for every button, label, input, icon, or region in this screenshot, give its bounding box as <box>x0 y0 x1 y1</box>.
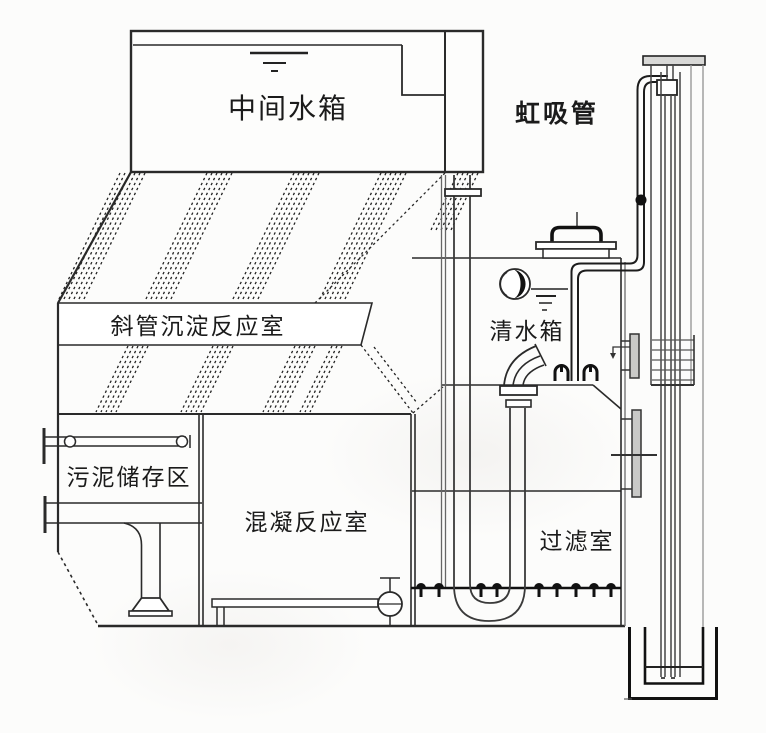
basin-outline <box>56 175 626 628</box>
u-tube <box>444 175 526 622</box>
sludge-drain-pipe <box>43 496 202 617</box>
filter-nozzle-plate <box>411 583 621 597</box>
label-siphon-pipe: 虹吸管 <box>514 99 600 128</box>
drain-valve-icon <box>377 577 403 626</box>
outlet-elbow <box>499 343 547 408</box>
pipe-bracket <box>651 335 695 386</box>
water-seal-tank <box>624 627 718 700</box>
inclined-tube-module-lower <box>58 344 444 415</box>
label-coagulation-chamber: 混凝反应室 <box>244 510 370 536</box>
siphon-pipe <box>570 75 668 381</box>
label-clean-water-tank: 清水箱 <box>489 319 565 345</box>
water-level-icon <box>250 51 308 72</box>
label-sludge-storage: 污泥储存区 <box>66 465 192 491</box>
clean-water-level-icon <box>531 288 568 311</box>
intermediate-tank <box>129 29 485 174</box>
tank-cap <box>535 212 617 259</box>
inclined-tube-module-upper <box>57 171 479 304</box>
sludge-suction-pipe <box>42 428 191 464</box>
label-inclined-tube-chamber: 斜管沉淀反应室 <box>110 314 286 340</box>
bench-pipe <box>211 598 379 626</box>
valve-icon <box>499 268 531 300</box>
label-filter-chamber: 过滤室 <box>539 529 615 555</box>
siphon-stand <box>642 55 706 679</box>
wall-flange-upper <box>610 333 640 379</box>
wall-flange-lower <box>611 409 657 498</box>
pipe-hook-icons <box>553 364 599 381</box>
label-intermediate-tank: 中间水箱 <box>227 92 349 125</box>
filter-nozzles <box>416 583 616 597</box>
